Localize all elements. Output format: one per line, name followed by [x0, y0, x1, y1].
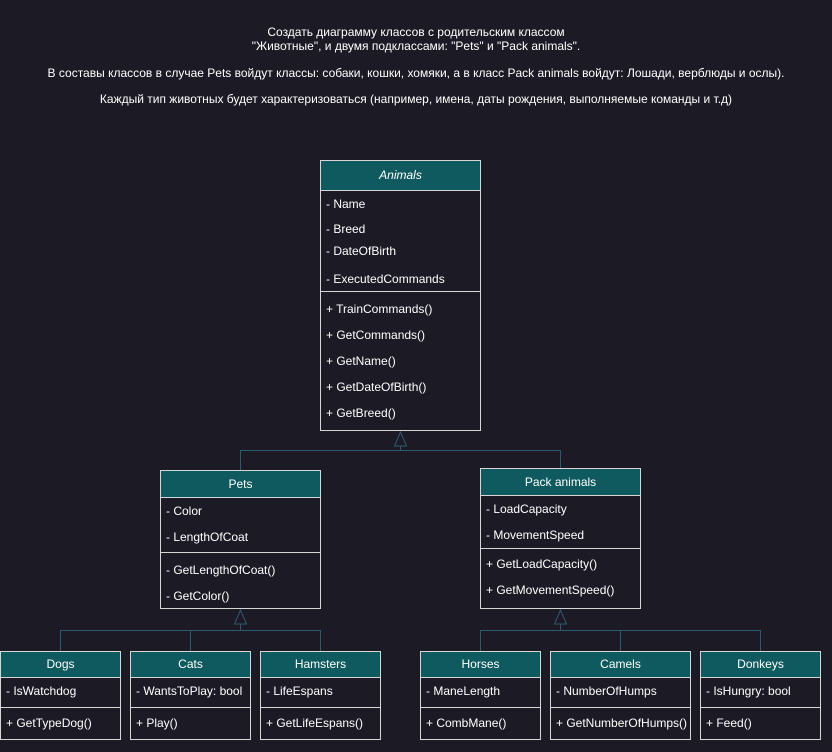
method: + GetLoadCapacity() — [486, 557, 598, 571]
method: + GetNumberOfHumps() — [556, 716, 688, 730]
method: + GetMovementSpeed() — [486, 583, 615, 597]
class-horses[interactable]: Horses - ManeLength + CombMane() — [420, 651, 541, 740]
class-cats-attributes: - WantsToPlay: bool — [131, 678, 250, 708]
class-donkeys-attributes: - IsHungry: bool — [701, 678, 820, 708]
class-hamsters[interactable]: Hamsters - LifeEspans + GetLifeEspans() — [260, 651, 381, 740]
class-cats[interactable]: Cats - WantsToPlay: bool + Play() — [130, 651, 251, 740]
class-animals-title: Animals — [321, 161, 480, 191]
method: + TrainCommands() — [326, 302, 433, 316]
attribute: - LengthOfCoat — [166, 530, 249, 544]
attribute: - DateOfBirth — [326, 244, 397, 258]
attribute: - LoadCapacity — [486, 502, 567, 516]
inherit-arrow-pack — [553, 608, 568, 625]
class-dogs-attributes: - IsWatchdog — [1, 678, 120, 708]
attribute: - IsHungry: bool — [706, 684, 791, 698]
class-cats-title: Cats — [131, 652, 250, 678]
inherit-arrow-pets — [233, 608, 248, 625]
attribute: - Color — [166, 504, 203, 518]
class-dogs[interactable]: Dogs - IsWatchdog + GetTypeDog() — [0, 651, 121, 740]
method: - GetLengthOfCoat() — [166, 563, 276, 577]
class-horses-attributes: - ManeLength — [421, 678, 540, 708]
description-line-3: В составы классов в случае Pets войдут к… — [47, 66, 785, 80]
method: + GetBreed() — [326, 406, 396, 420]
description-line-4: Каждый тип животных будет характеризоват… — [99, 92, 733, 106]
class-pets[interactable]: Pets - Color - LengthOfCoat - GetLengthO… — [160, 470, 321, 609]
method: + Play() — [136, 716, 178, 730]
class-hamsters-methods: + GetLifeEspans() — [261, 708, 380, 736]
method: + CombMane() — [426, 716, 507, 730]
class-animals[interactable]: Animals - Name - Breed - DateOfBirth - E… — [320, 160, 481, 431]
class-pack-animals-attributes: - LoadCapacity - MovementSpeed — [481, 496, 640, 549]
link-dogs-pets — [60, 624, 241, 651]
inherit-arrow-animals — [393, 430, 408, 447]
class-camels-attributes: - NumberOfHumps — [551, 678, 690, 708]
attribute: - MovementSpeed — [486, 528, 585, 542]
attribute: - WantsToPlay: bool — [136, 684, 243, 698]
class-pack-animals-methods: + GetLoadCapacity() + GetMovementSpeed() — [481, 549, 640, 603]
class-pack-animals-title: Pack animals — [481, 469, 640, 496]
link-horses-pack — [480, 624, 561, 651]
attribute: - Name — [326, 197, 366, 211]
class-pets-attributes: - Color - LengthOfCoat — [161, 498, 320, 553]
class-camels-methods: + GetNumberOfHumps() — [551, 708, 690, 736]
method: + GetTypeDog() — [6, 716, 92, 730]
attribute: - IsWatchdog — [6, 684, 77, 698]
attribute: - ExecutedCommands — [326, 272, 445, 286]
class-donkeys-title: Donkeys — [701, 652, 820, 678]
link-hamsters-pets — [240, 630, 321, 651]
attribute: - LifeEspans — [266, 684, 333, 698]
class-camels[interactable]: Camels - NumberOfHumps + GetNumberOfHump… — [550, 651, 691, 740]
class-horses-methods: + CombMane() — [421, 708, 540, 736]
class-cats-methods: + Play() — [131, 708, 250, 736]
description-line-1: Создать диаграмму классов с родительским… — [267, 25, 565, 39]
class-horses-title: Horses — [421, 652, 540, 678]
class-donkeys[interactable]: Donkeys - IsHungry: bool + Feed() — [700, 651, 821, 740]
link-pets-animals — [240, 446, 401, 470]
class-pets-title: Pets — [161, 471, 320, 498]
method: + GetName() — [326, 354, 396, 368]
class-animals-attributes: - Name - Breed - DateOfBirth - ExecutedC… — [321, 191, 480, 292]
class-dogs-methods: + GetTypeDog() — [1, 708, 120, 736]
class-donkeys-methods: + Feed() — [701, 708, 820, 736]
method: + GetLifeEspans() — [266, 716, 364, 730]
attribute: - ManeLength — [426, 684, 501, 698]
class-dogs-title: Dogs — [1, 652, 120, 678]
method: + Feed() — [706, 716, 752, 730]
attribute: - Breed — [326, 222, 366, 236]
class-hamsters-attributes: - LifeEspans — [261, 678, 380, 708]
link-donkeys-pack — [620, 630, 761, 651]
class-hamsters-title: Hamsters — [261, 652, 380, 678]
link-pack-animals — [400, 450, 561, 468]
description-line-2: "Животные", и двумя подклассами: "Pets" … — [251, 39, 581, 53]
class-animals-methods: + TrainCommands() + GetCommands() + GetN… — [321, 292, 480, 430]
class-camels-title: Camels — [551, 652, 690, 678]
link-camels-pack — [560, 630, 621, 651]
method: + GetDateOfBirth() — [326, 380, 427, 394]
attribute: - NumberOfHumps — [556, 684, 657, 698]
class-pack-animals[interactable]: Pack animals - LoadCapacity - MovementSp… — [480, 468, 641, 609]
method: + GetCommands() — [326, 328, 426, 342]
class-pets-methods: - GetLengthOfCoat() - GetColor() — [161, 553, 320, 609]
method: - GetColor() — [166, 589, 230, 603]
